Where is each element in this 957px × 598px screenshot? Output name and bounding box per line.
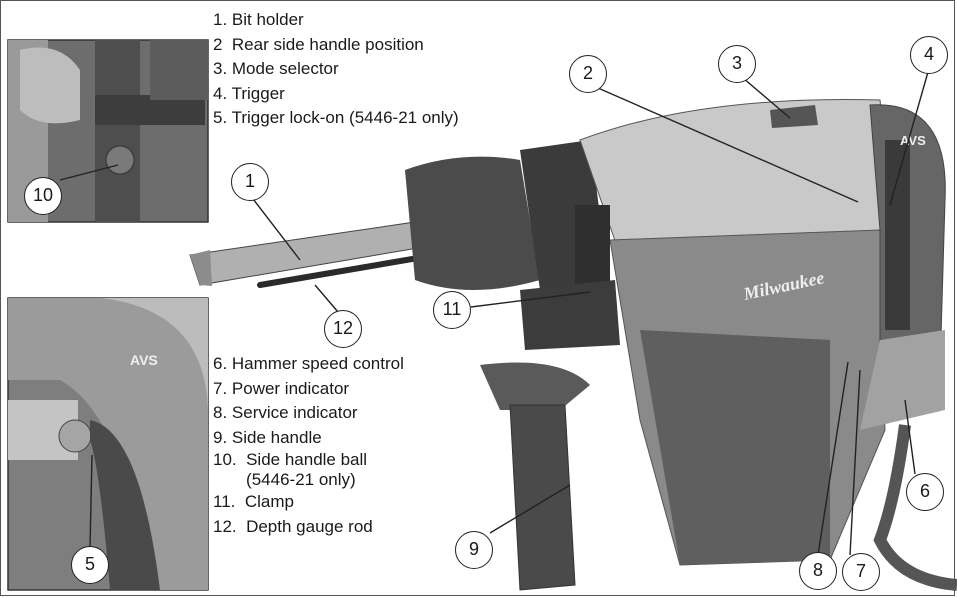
parts-list-upper: 1. Bit holder 2 Rear side handle positio… [213,8,459,131]
avs-logo: AVS [900,133,926,148]
part-label: 1. Bit holder [213,10,304,29]
callout-11: 11 [433,291,471,329]
parts-list-lower: 6. Hammer speed control 7. Power indicat… [213,352,404,539]
part-label: 11. Clamp [213,492,294,511]
part-label: 3. Mode selector [213,59,339,78]
callout-1: 1 [231,163,269,201]
leader-lines [59,71,929,556]
callout-3: 3 [718,45,756,83]
part-label: 2 Rear side handle position [213,34,424,54]
part-label: 5. Trigger lock-on (5446-21 only) [213,108,459,127]
part-label: 10. Side handle ball [213,450,368,469]
callout-10: 10 [24,177,62,215]
inset-avs-logo: AVS [130,352,158,368]
callout-5: 5 [71,546,109,584]
part-label: 7. Power indicator [213,378,350,398]
callout-6: 6 [906,473,944,511]
callout-8: 8 [799,552,837,590]
part-label: 12. Depth gauge rod [213,516,373,536]
part-label: 9. Side handle [213,427,322,447]
part-label: (5446-21 only) [213,470,356,489]
callout-2: 2 [569,55,607,93]
callout-7: 7 [842,553,880,591]
callout-4: 4 [910,36,948,74]
callout-9: 9 [455,531,493,569]
part-label: 4. Trigger [213,83,285,103]
callout-12: 12 [324,310,362,348]
rotary-hammer: Milwaukee AVS [189,99,957,591]
part-label: 8. Service indicator [213,403,358,422]
inset-trigger-lock-on: AVS [7,297,209,591]
part-label: 6. Hammer speed control [213,354,404,373]
